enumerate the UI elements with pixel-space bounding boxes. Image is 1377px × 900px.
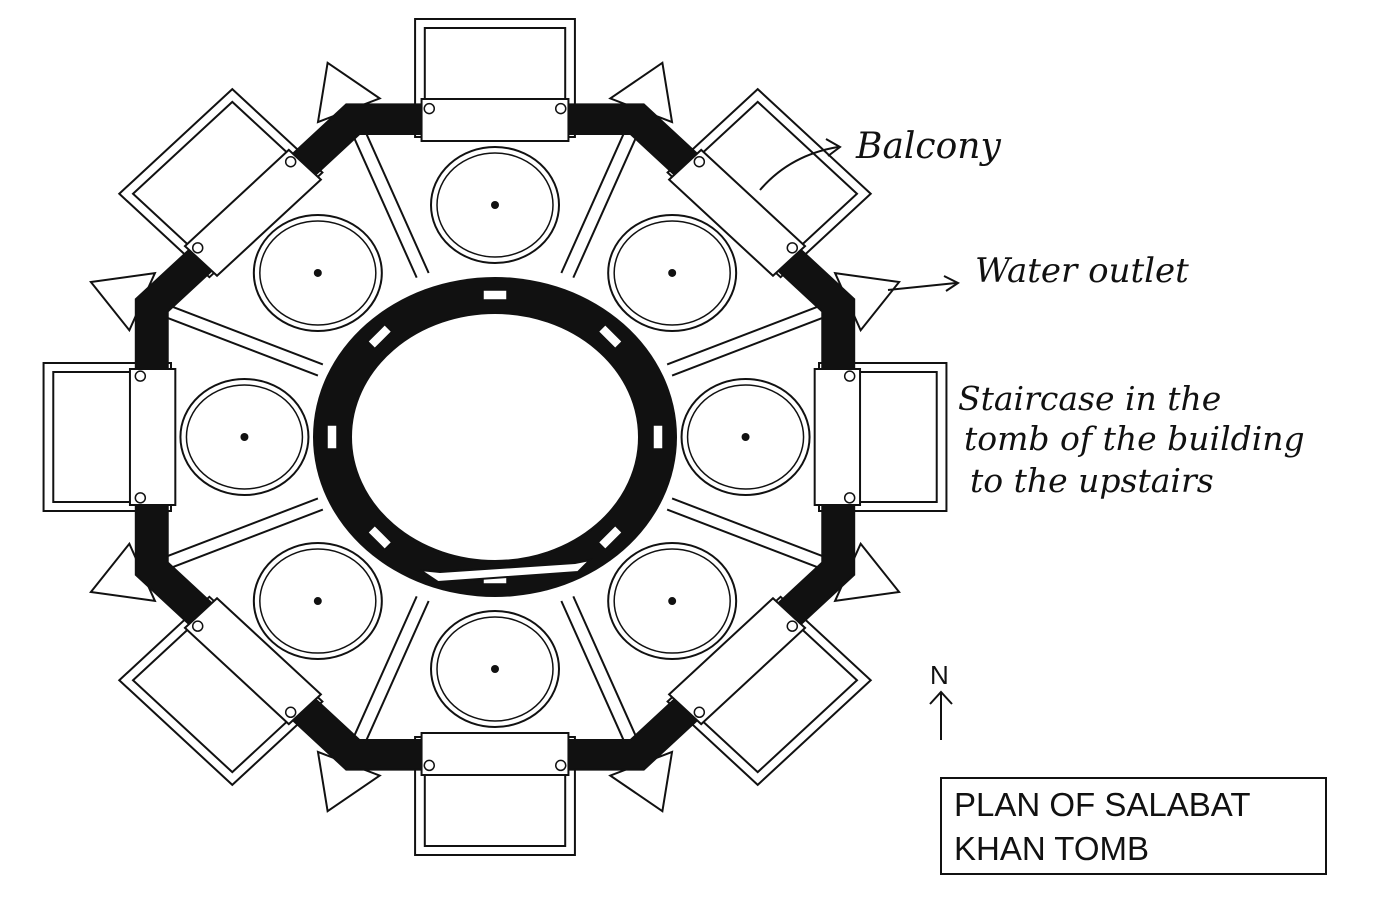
chamber-centre-dot bbox=[313, 597, 322, 606]
wall-opening bbox=[183, 148, 323, 278]
title-line-2: KHAN TOMB bbox=[954, 830, 1149, 867]
water-outlet bbox=[554, 102, 567, 115]
ring-opening bbox=[597, 524, 624, 551]
water-outlet bbox=[134, 492, 147, 504]
partition-line bbox=[671, 497, 823, 557]
corner-spikes bbox=[89, 61, 901, 813]
balcony-label: Balcony bbox=[855, 126, 1001, 167]
water-outlets bbox=[134, 102, 856, 772]
staircase-label-line-1: Staircase in the bbox=[958, 379, 1221, 418]
water-outlet bbox=[843, 370, 856, 382]
partition-line bbox=[365, 600, 430, 740]
chamber-centre-dot bbox=[313, 268, 322, 277]
ring-opening bbox=[366, 524, 393, 551]
water-outlet bbox=[423, 102, 436, 115]
balcony-arrow bbox=[759, 146, 839, 191]
central-hall bbox=[350, 312, 640, 562]
partition-line bbox=[353, 138, 418, 279]
water-outlet-label: Water outlet bbox=[975, 251, 1189, 291]
north-arrow bbox=[929, 690, 953, 740]
staircase-label-line-3: to the upstairs bbox=[970, 461, 1214, 500]
wall-opening bbox=[420, 732, 570, 776]
partition-line bbox=[666, 306, 818, 366]
water-outlet bbox=[693, 155, 706, 168]
water-outlet bbox=[554, 759, 567, 772]
wall-opening bbox=[667, 596, 807, 726]
partition-line bbox=[365, 134, 430, 274]
ring-opening bbox=[652, 424, 664, 450]
partition-line bbox=[167, 497, 319, 557]
partition-line bbox=[172, 306, 324, 366]
water-outlet bbox=[284, 706, 297, 719]
water-outlet bbox=[786, 242, 799, 254]
ring-opening bbox=[597, 323, 624, 350]
water-outlet bbox=[693, 706, 706, 719]
water-outlet bbox=[134, 370, 147, 382]
partition-line bbox=[572, 138, 637, 279]
water-outlet bbox=[191, 620, 204, 632]
water-outlet-arrow bbox=[887, 282, 957, 291]
chamber-centre-dot bbox=[491, 665, 499, 673]
partition-line bbox=[353, 595, 418, 736]
water-outlet bbox=[284, 155, 297, 168]
wall-opening bbox=[420, 98, 570, 142]
north-marker-letter: N bbox=[930, 660, 949, 690]
partition-line bbox=[560, 600, 625, 740]
chamber-centre-dot bbox=[741, 433, 750, 441]
wall-opening bbox=[183, 596, 323, 726]
water-outlet bbox=[843, 492, 856, 504]
water-outlet bbox=[423, 759, 436, 772]
partition-line bbox=[167, 317, 319, 377]
chamber-centre-dot bbox=[668, 597, 677, 606]
wall-opening bbox=[667, 148, 807, 278]
water-outlet-arrowhead bbox=[943, 275, 960, 292]
partition-line bbox=[172, 508, 324, 568]
staircase bbox=[419, 558, 594, 584]
chamber-centre-dot bbox=[491, 201, 499, 209]
partition-line bbox=[666, 508, 818, 568]
central-ring-openings bbox=[326, 289, 664, 585]
outer-wall-openings bbox=[128, 98, 862, 776]
title-line-1: PLAN OF SALABAT bbox=[954, 786, 1250, 823]
chamber-centre-dot bbox=[240, 433, 249, 441]
chamber-centre-dot bbox=[668, 268, 677, 277]
partition-line bbox=[560, 134, 625, 274]
partition-line bbox=[671, 317, 823, 377]
ring-opening bbox=[366, 323, 393, 350]
balcony-arrowhead bbox=[825, 138, 842, 157]
wall-opening bbox=[128, 368, 177, 506]
staircase-label-line-2: tomb of the building bbox=[964, 419, 1305, 458]
chambers bbox=[179, 146, 811, 728]
wall-opening bbox=[813, 368, 862, 506]
water-outlet bbox=[786, 620, 799, 632]
bay-partitions bbox=[167, 134, 823, 740]
water-outlet bbox=[191, 242, 204, 254]
ring-opening bbox=[326, 424, 338, 450]
title-box bbox=[940, 777, 1327, 875]
partition-line bbox=[572, 595, 637, 736]
ring-opening bbox=[482, 289, 508, 301]
